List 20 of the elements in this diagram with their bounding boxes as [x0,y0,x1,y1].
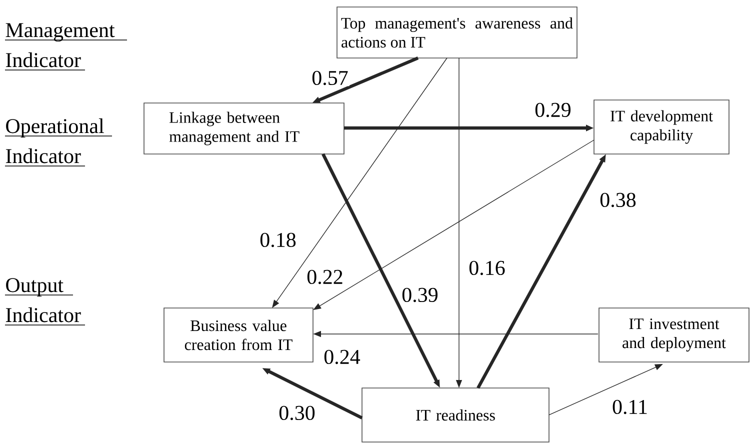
edge-label: 0.30 [278,404,316,422]
edge-label: 0.11 [611,398,649,416]
arrow [272,58,448,308]
process-box: IT development capability [594,100,730,154]
level-label: Management Indicator [4,23,128,70]
process-box: Top management's awareness and actions on IT [336,6,578,58]
process-box: IT investment and deployment [598,308,750,362]
edge-label: 0.22 [306,268,344,286]
level-label: Output Indicator [4,278,86,326]
edge-label: 0.24 [322,348,362,366]
edge-label: 0.29 [534,102,572,118]
process-box: IT readiness [362,388,550,442]
edge-label: 0.18 [258,232,298,248]
edge-label: 0.16 [468,260,506,276]
process-box: Business value creation from IT [164,308,314,362]
level-label: Operational Indicator [4,118,112,166]
edge-label: 0.39 [400,286,440,304]
edge-label: 0.57 [310,70,350,86]
process-box: Linkage between management and IT [144,102,344,154]
edge-label: 0.38 [598,192,638,208]
